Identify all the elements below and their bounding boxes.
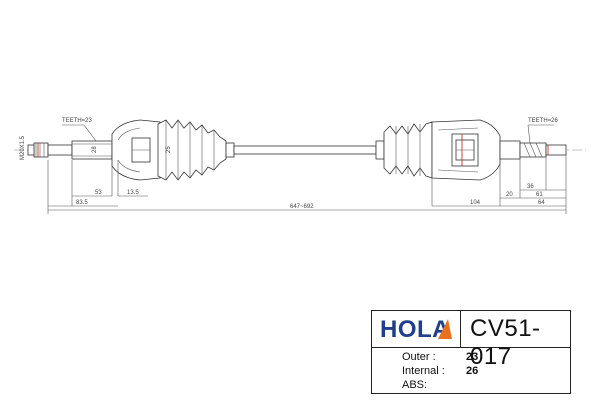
outer-value: 23 [466, 351, 479, 363]
outer-stub [27, 140, 113, 160]
spec-card: HOLA CV51-017 Outer : 23 Internal : 26 A… [371, 310, 571, 394]
outer-label: Outer : [402, 351, 436, 363]
dim-83-5: 83.5 [76, 200, 88, 206]
shaft [233, 145, 377, 155]
dim-61: 61 [536, 192, 543, 198]
outer-row: Outer : 23 [402, 351, 478, 363]
internal-label: Internal : [402, 365, 445, 377]
inner-teeth-label: TEETH=26 [528, 118, 559, 124]
dimension-lines-right: 36 61 20 104 64 [431, 155, 567, 214]
dim-64: 64 [538, 200, 545, 206]
dim-20: 20 [506, 192, 513, 198]
diameter-label-boot: 25 [166, 146, 172, 153]
logo-accent-mark [438, 319, 452, 339]
diameter-label-outer: 28 [92, 146, 98, 153]
dim-overall-length: 647~692 [290, 204, 314, 210]
drive-shaft-drawing: TEETH=23 TEETH=26 M20X1.5 28 25 53 13.5 … [14, 118, 586, 214]
thread-label: M20X1.5 [20, 135, 26, 160]
dimension-lines-left: 53 13.5 83.5 647~692 [47, 160, 566, 214]
outer-boot [157, 119, 235, 181]
internal-row: Internal : 26 [402, 365, 478, 377]
inner-teeth-callout: TEETH=26 [527, 118, 559, 144]
inner-stub [499, 140, 567, 160]
dim-104: 104 [470, 200, 481, 206]
outer-teeth-callout: TEETH=23 [62, 118, 97, 142]
inner-joint [431, 119, 501, 181]
outer-teeth-label: TEETH=23 [62, 118, 93, 124]
abs-row: ABS: [402, 379, 427, 391]
abs-label: ABS: [402, 379, 428, 391]
spec-card-header: HOLA CV51-017 [372, 311, 570, 370]
brand-logo: HOLA [372, 311, 461, 347]
outer-joint [111, 119, 161, 181]
part-number: CV51-017 [470, 315, 541, 370]
brand-name: HOLA [380, 316, 450, 343]
dim-13-5: 13.5 [127, 190, 139, 196]
inner-boot [375, 121, 433, 179]
dim-36: 36 [527, 184, 534, 190]
internal-value: 26 [466, 365, 479, 377]
dim-53: 53 [95, 190, 102, 196]
